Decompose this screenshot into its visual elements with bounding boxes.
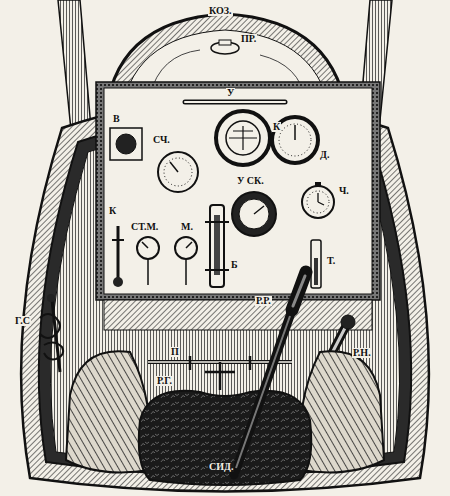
dial-face [239, 199, 269, 229]
floor-board [104, 300, 372, 330]
dial-scale [279, 124, 311, 156]
callout-label: Т. [326, 256, 336, 266]
instrument-face [116, 134, 136, 154]
altimeter [272, 117, 318, 163]
throttle-knob [47, 294, 55, 302]
dial-scale [164, 158, 192, 186]
callout-label: ПР. [240, 34, 257, 44]
clock-scale [307, 191, 329, 213]
tachometer [158, 152, 198, 192]
stick-grip [292, 272, 306, 310]
clock-crown [315, 182, 321, 186]
knob-top [219, 40, 231, 45]
callout-label: Р.Г. [156, 376, 173, 386]
airspeed-indicator [232, 192, 276, 236]
callout-label: К [272, 122, 281, 132]
callout-label: Г.С [14, 316, 31, 326]
thermometer [311, 240, 321, 288]
cock-handle [112, 239, 124, 241]
seat-cushion [139, 391, 312, 485]
clock [302, 186, 334, 218]
instrument-square [110, 128, 142, 160]
callout-label: К [108, 206, 117, 216]
instrument-panel [104, 88, 372, 294]
callout-label: У СК. [236, 176, 265, 186]
callout-label: М. [180, 222, 194, 232]
trim-knob [341, 315, 355, 329]
clock-hands [318, 193, 324, 205]
callout-label: СЧ. [152, 135, 171, 145]
needle [170, 162, 178, 172]
compass [216, 111, 270, 165]
callout-label: Б [230, 260, 239, 270]
seat-roll [66, 351, 151, 472]
needle [254, 206, 264, 214]
callout-label: Ч. [338, 186, 350, 196]
callout-label: Д. [319, 150, 330, 160]
seat-roll [299, 351, 384, 472]
gauge-stem [142, 242, 148, 285]
rudder-pivot [190, 356, 250, 390]
grip-highlight [293, 276, 305, 306]
callout-label: П [170, 347, 180, 357]
gauge-stem [186, 242, 192, 285]
needle [294, 125, 296, 140]
callout-label: Р.Р. [255, 296, 272, 306]
grab-handle [185, 100, 285, 105]
callout-label: КОЗ. [208, 6, 233, 16]
callout-label: У [226, 88, 235, 98]
control-stick [234, 310, 292, 475]
throttle-quadrant [40, 314, 63, 359]
callout-label: В [112, 114, 121, 124]
cock-lever [117, 226, 120, 280]
panel-frame [96, 82, 380, 300]
stick-highlight [236, 316, 290, 468]
callout-label: Р.Н. [352, 348, 372, 358]
fuel-level [214, 215, 220, 275]
compass-card [226, 121, 260, 155]
fuel-gauge-tube [210, 205, 224, 287]
tube-clamp [205, 222, 229, 270]
callout-label: СТ.М. [130, 222, 159, 232]
thermometer-column [314, 258, 318, 285]
callout-label: СИД. [208, 462, 234, 472]
cock-knob [113, 277, 123, 287]
compass-lubber [229, 126, 257, 150]
grab-handle-highlight [185, 101, 285, 103]
